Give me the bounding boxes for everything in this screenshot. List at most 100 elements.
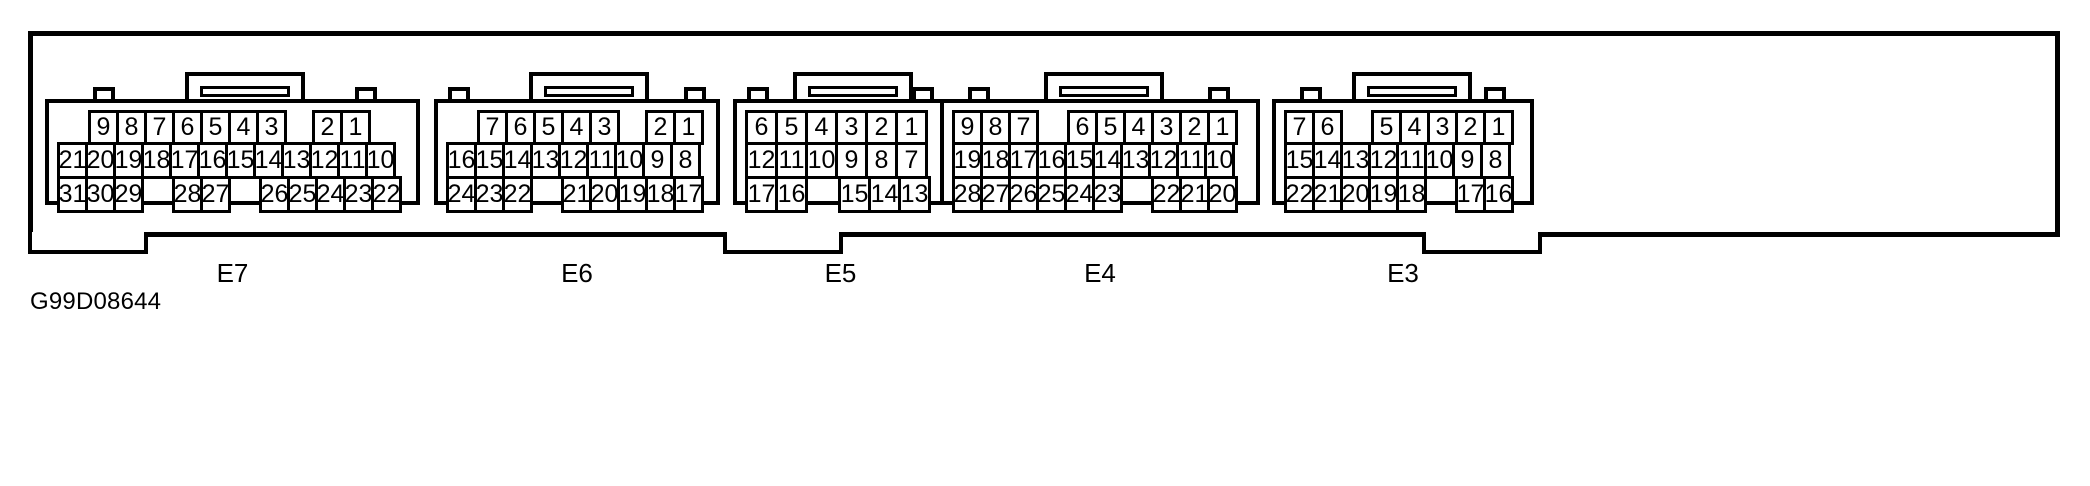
pin-cell[interactable]: 8 (865, 142, 898, 179)
pin-cell[interactable]: 9 (1452, 142, 1483, 179)
pin-cell[interactable]: 19 (1368, 176, 1399, 213)
pin-cell[interactable]: 17 (169, 142, 200, 179)
pin-cell[interactable]: 20 (589, 176, 620, 213)
pin-cell[interactable]: 21 (1179, 176, 1210, 213)
pin-cell[interactable]: 3 (589, 110, 620, 145)
pin-cell[interactable]: 14 (253, 142, 284, 179)
pin-cell[interactable]: 11 (586, 142, 617, 179)
pin-cell[interactable]: 12 (1368, 142, 1399, 179)
pin-cell[interactable]: 3 (835, 110, 868, 145)
pin-cell[interactable]: 17 (1008, 142, 1039, 179)
connector-e6[interactable]: 7 6 5 4 3 2 1 16 15 14 13 12 11 10 (434, 0, 720, 213)
pin-cell[interactable]: 7 (1008, 110, 1039, 145)
pin-cell[interactable]: 24 (1064, 176, 1095, 213)
pin-cell[interactable]: 24 (446, 176, 477, 213)
pin-cell[interactable]: 26 (259, 176, 290, 213)
pin-cell[interactable]: 1 (1483, 110, 1514, 145)
pin-cell[interactable]: 12 (745, 142, 778, 179)
pin-cell[interactable]: 6 (172, 110, 203, 145)
pin-cell[interactable]: 12 (1148, 142, 1179, 179)
connector-e3[interactable]: 7 6 5 4 3 2 1 15 14 13 12 11 10 9 (1272, 0, 1534, 213)
connector-e5[interactable]: 6 5 4 3 2 1 12 11 10 9 8 7 17 16 (733, 0, 948, 213)
pin-cell[interactable]: 27 (200, 176, 231, 213)
pin-cell[interactable]: 14 (1312, 142, 1343, 179)
pin-cell[interactable]: 8 (1480, 142, 1511, 179)
pin-cell[interactable]: 1 (340, 110, 371, 145)
pin-cell[interactable]: 10 (1424, 142, 1455, 179)
pin-cell[interactable]: 6 (1312, 110, 1343, 145)
pin-cell[interactable]: 14 (502, 142, 533, 179)
pin-cell[interactable]: 4 (561, 110, 592, 145)
pin-cell[interactable]: 1 (673, 110, 704, 145)
pin-cell[interactable]: 5 (533, 110, 564, 145)
pin-cell[interactable]: 9 (642, 142, 673, 179)
pin-cell[interactable]: 5 (1095, 110, 1126, 145)
pin-cell[interactable]: 5 (1371, 110, 1402, 145)
pin-cell[interactable]: 7 (477, 110, 508, 145)
pin-cell[interactable]: 15 (225, 142, 256, 179)
pin-cell[interactable]: 16 (446, 142, 477, 179)
pin-cell[interactable]: 20 (1340, 176, 1371, 213)
pin-cell[interactable]: 2 (865, 110, 898, 145)
pin-cell[interactable]: 15 (1064, 142, 1095, 179)
pin-cell[interactable]: 1 (895, 110, 928, 145)
pin-cell[interactable]: 15 (474, 142, 505, 179)
pin-cell[interactable]: 11 (775, 142, 808, 179)
pin-cell[interactable]: 12 (309, 142, 340, 179)
pin-cell[interactable]: 21 (57, 142, 88, 179)
pin-cell[interactable]: 3 (1151, 110, 1182, 145)
pin-cell[interactable]: 2 (312, 110, 343, 145)
pin-cell[interactable]: 20 (85, 142, 116, 179)
pin-cell[interactable]: 13 (530, 142, 561, 179)
pin-cell[interactable]: 26 (1008, 176, 1039, 213)
pin-cell[interactable]: 4 (805, 110, 838, 145)
pin-cell[interactable]: 9 (952, 110, 983, 145)
pin-cell[interactable]: 28 (952, 176, 983, 213)
connector-e7[interactable]: 9 8 7 6 5 4 3 2 1 21 20 19 18 17 (45, 0, 420, 213)
pin-cell[interactable]: 27 (980, 176, 1011, 213)
pin-cell[interactable]: 16 (775, 176, 808, 213)
pin-cell[interactable]: 21 (1312, 176, 1343, 213)
pin-cell[interactable]: 17 (1455, 176, 1486, 213)
pin-cell[interactable]: 11 (337, 142, 368, 179)
pin-cell[interactable]: 25 (1036, 176, 1067, 213)
pin-cell[interactable]: 21 (561, 176, 592, 213)
pin-cell[interactable]: 16 (197, 142, 228, 179)
pin-cell[interactable]: 4 (1399, 110, 1430, 145)
pin-cell[interactable]: 5 (200, 110, 231, 145)
pin-cell[interactable]: 15 (1284, 142, 1315, 179)
pin-cell[interactable]: 18 (1396, 176, 1427, 213)
pin-cell[interactable]: 18 (645, 176, 676, 213)
pin-cell[interactable]: 10 (805, 142, 838, 179)
pin-cell[interactable]: 11 (1396, 142, 1427, 179)
pin-cell[interactable]: 7 (1284, 110, 1315, 145)
pin-cell[interactable]: 9 (835, 142, 868, 179)
pin-cell[interactable]: 17 (745, 176, 778, 213)
pin-cell[interactable]: 9 (88, 110, 119, 145)
pin-cell[interactable]: 1 (1207, 110, 1238, 145)
pin-cell[interactable]: 3 (1427, 110, 1458, 145)
pin-cell[interactable]: 24 (315, 176, 346, 213)
pin-cell[interactable]: 11 (1176, 142, 1207, 179)
pin-cell[interactable]: 15 (838, 176, 871, 213)
pin-cell[interactable]: 8 (980, 110, 1011, 145)
pin-cell[interactable]: 18 (980, 142, 1011, 179)
pin-cell[interactable]: 16 (1036, 142, 1067, 179)
pin-cell[interactable]: 30 (85, 176, 116, 213)
pin-cell[interactable]: 10 (1204, 142, 1235, 179)
pin-cell[interactable]: 22 (502, 176, 533, 213)
pin-cell[interactable]: 23 (1092, 176, 1123, 213)
connector-e4[interactable]: 9 8 7 6 5 4 3 2 1 19 18 17 16 15 (940, 0, 1260, 213)
pin-cell[interactable]: 10 (614, 142, 645, 179)
pin-cell[interactable]: 2 (645, 110, 676, 145)
pin-cell[interactable]: 14 (868, 176, 901, 213)
pin-cell[interactable]: 31 (57, 176, 88, 213)
pin-cell[interactable]: 16 (1483, 176, 1514, 213)
pin-cell[interactable]: 25 (287, 176, 318, 213)
pin-cell[interactable]: 22 (1284, 176, 1315, 213)
pin-cell[interactable]: 13 (898, 176, 931, 213)
pin-cell[interactable]: 23 (474, 176, 505, 213)
pin-cell[interactable]: 8 (670, 142, 701, 179)
pin-cell[interactable]: 22 (1151, 176, 1182, 213)
pin-cell[interactable]: 19 (617, 176, 648, 213)
